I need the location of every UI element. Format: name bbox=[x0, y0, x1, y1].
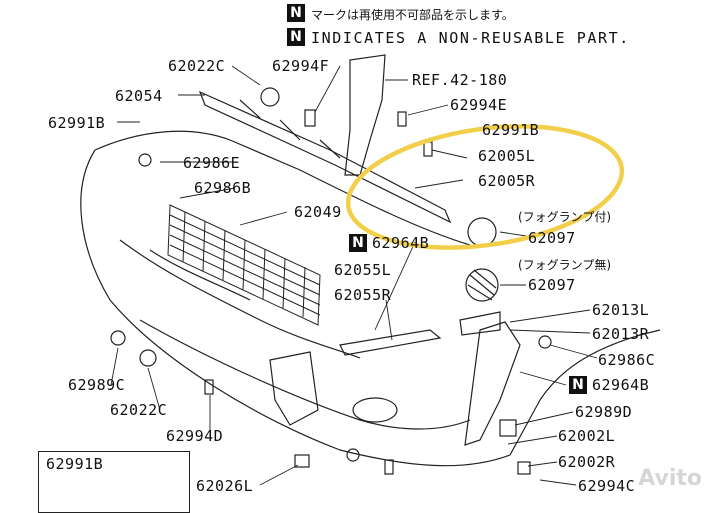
part-label: 62013L bbox=[592, 301, 650, 319]
part-label: 62964B bbox=[372, 234, 430, 252]
part-label: 62994D bbox=[166, 427, 224, 445]
fog-without-note: (フォグランプ無) bbox=[518, 258, 612, 272]
part-label: 62002R bbox=[558, 453, 616, 471]
bumper-lower-lip bbox=[139, 319, 471, 430]
bumper-outline bbox=[80, 149, 661, 467]
part-label: 62994E bbox=[450, 96, 508, 114]
part-label: 62013R bbox=[592, 325, 650, 343]
part-label: 62005R bbox=[478, 172, 536, 190]
part-label: 62986C bbox=[598, 351, 656, 369]
watermark: Avito bbox=[638, 466, 702, 491]
part-label: 62991B bbox=[482, 121, 540, 139]
part-label: 62097 bbox=[528, 276, 576, 294]
bumper-upper-edge bbox=[94, 130, 471, 246]
part-label: 62005L bbox=[478, 147, 536, 165]
part-label: 62994F bbox=[272, 57, 330, 75]
bumper-line-drawing bbox=[80, 54, 661, 486]
part-label: 62994C bbox=[578, 477, 636, 495]
part-label: 62055L bbox=[334, 261, 392, 279]
fog-grille-with bbox=[467, 217, 497, 247]
part-label: 62991B bbox=[48, 114, 106, 132]
part-label: 62991B bbox=[46, 455, 104, 473]
part-label: 62986E bbox=[183, 154, 241, 172]
stay bbox=[344, 54, 386, 176]
parts-diagram: N マークは再使用不可部品を示します。 N INDICATES A NON-RE… bbox=[38, 4, 702, 513]
part-label: 62026L bbox=[196, 477, 254, 495]
grille bbox=[167, 204, 321, 326]
non-reusable-symbol: N bbox=[287, 28, 305, 46]
highlight-ring bbox=[345, 124, 625, 250]
part-label: 62002L bbox=[558, 427, 616, 445]
notice-english: INDICATES A NON-REUSABLE PART. bbox=[311, 29, 630, 47]
part-label: 62986B bbox=[194, 179, 252, 197]
part-label: 62049 bbox=[294, 203, 342, 221]
ref-label: REF.42-180 bbox=[412, 71, 508, 89]
part-label: 62022C bbox=[110, 401, 168, 419]
non-reusable-symbol: N bbox=[569, 376, 587, 394]
part-label: 62989C bbox=[68, 376, 126, 394]
fog-with-note: (フォグランプ付) bbox=[518, 210, 612, 224]
non-reusable-symbol: N bbox=[287, 4, 305, 22]
upper-reinforcement bbox=[198, 90, 452, 224]
part-label: 62989D bbox=[575, 403, 633, 421]
part-label: 62097 bbox=[528, 229, 576, 247]
part-label: 62022C bbox=[168, 57, 226, 75]
part-label: 62055R bbox=[334, 286, 392, 304]
part-label: 62054 bbox=[115, 87, 163, 105]
part-label: 62964B bbox=[592, 376, 650, 394]
notice-japanese: マークは再使用不可部品を示します。 bbox=[311, 8, 514, 22]
non-reusable-symbol: N bbox=[349, 234, 367, 252]
fog-grille-without bbox=[465, 268, 499, 302]
